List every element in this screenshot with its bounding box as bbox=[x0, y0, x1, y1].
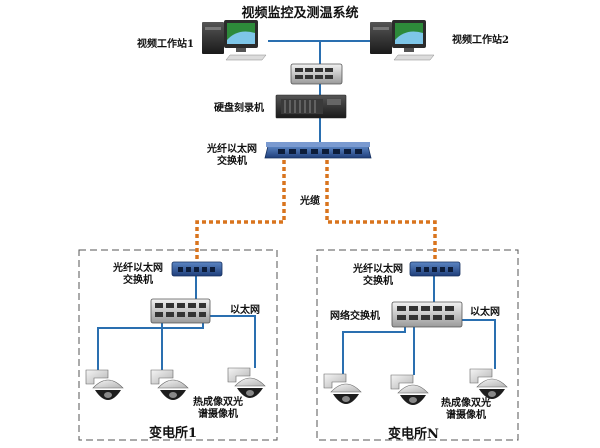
substation-1-camera-label-line2: 谱摄像机 bbox=[198, 409, 238, 420]
substation-1-network-switch-icon[interactable] bbox=[150, 298, 211, 324]
core-switch-label: 光纤以太网 交换机 bbox=[202, 144, 262, 168]
workstation-links bbox=[268, 40, 370, 142]
dome-camera-icon[interactable] bbox=[85, 369, 124, 400]
substation-n-ethernet-label: 以太网 bbox=[470, 307, 500, 318]
substation-1-camera-label: 热成像双光 谱摄像机 bbox=[184, 397, 252, 421]
substation-n-network-switch-icon[interactable] bbox=[391, 301, 463, 328]
substation-n-frame bbox=[316, 249, 519, 441]
dome-camera-icon[interactable] bbox=[150, 369, 189, 400]
dome-camera-icon[interactable] bbox=[469, 368, 508, 399]
disk-recorder-label: 硬盘刻录机 bbox=[214, 103, 264, 114]
substation-n-fiber-switch-icon[interactable] bbox=[409, 261, 461, 277]
fiber-cable-label: 光缆 bbox=[300, 196, 320, 207]
core-switch-label-line2: 交换机 bbox=[217, 156, 247, 167]
substation-n-camera-label-line1: 热成像双光 bbox=[441, 398, 491, 409]
disk-recorder-icon[interactable] bbox=[275, 94, 347, 119]
substation-1-name: 变电所1 bbox=[149, 426, 198, 441]
substation-n-links bbox=[342, 276, 496, 375]
workstation-1-icon[interactable] bbox=[202, 20, 267, 61]
substation-n-switch-label-line2: 交换机 bbox=[363, 276, 393, 287]
substation-1-switch-label: 光纤以太网 交换机 bbox=[108, 263, 168, 287]
substation-1-ethernet-label: 以太网 bbox=[230, 305, 260, 316]
dome-camera-icon[interactable] bbox=[227, 367, 266, 398]
fiber-links bbox=[195, 160, 437, 262]
substation-1-switch-label-line1: 光纤以太网 bbox=[113, 263, 163, 274]
workstation-2-icon[interactable] bbox=[370, 20, 435, 61]
core-switch-label-line1: 光纤以太网 bbox=[207, 144, 257, 155]
substation-1-switch-label-line2: 交换机 bbox=[123, 275, 153, 286]
substation-n-network-switch-label: 网络交换机 bbox=[330, 311, 380, 322]
substation-1-camera-label-line1: 热成像双光 bbox=[193, 397, 243, 408]
dome-camera-icon[interactable] bbox=[323, 373, 362, 404]
substation-n-name: 变电所N bbox=[388, 427, 439, 442]
diagram-title: 视频监控及测温系统 bbox=[241, 6, 359, 21]
substation-1-fiber-switch-icon[interactable] bbox=[171, 261, 223, 277]
dome-camera-icon[interactable] bbox=[390, 374, 429, 405]
workstation-1-label: 视频工作站1 bbox=[137, 39, 194, 50]
substation-1-links bbox=[97, 276, 256, 372]
substation-n-switch-label: 光纤以太网 交换机 bbox=[348, 264, 408, 288]
substation-n-camera-label: 热成像双光 谱摄像机 bbox=[432, 398, 500, 422]
hub-switch-icon[interactable] bbox=[290, 63, 343, 85]
core-fiber-switch-icon[interactable] bbox=[264, 142, 372, 159]
substation-n-switch-label-line1: 光纤以太网 bbox=[353, 264, 403, 275]
substation-n-camera-label-line2: 谱摄像机 bbox=[446, 410, 486, 421]
substation-1-frame bbox=[78, 249, 278, 441]
workstation-2-label: 视频工作站2 bbox=[452, 35, 509, 46]
